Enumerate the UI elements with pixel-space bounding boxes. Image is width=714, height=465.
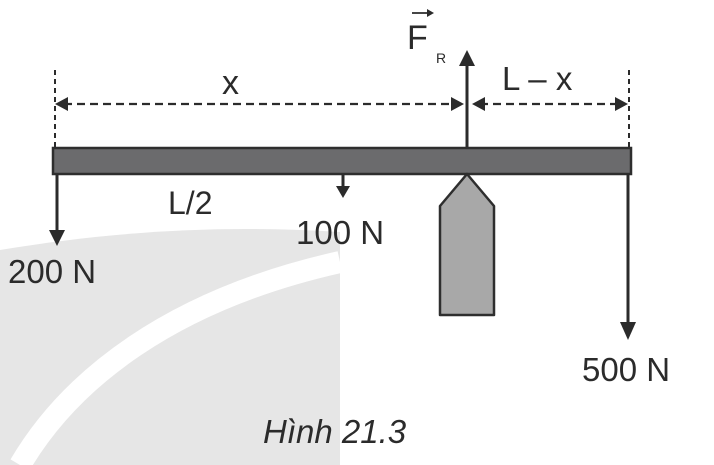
fulcrum-support [438, 172, 496, 317]
watermark-swoosh [0, 229, 343, 465]
label-100n: 100 N [296, 214, 384, 251]
force-arrow-200n [49, 174, 65, 246]
dimension-l-minus-x [472, 97, 628, 111]
label-half-length: L/2 [168, 185, 212, 221]
force-arrow-500n [620, 174, 636, 340]
figure-caption: Hình 21.3 [263, 413, 407, 450]
label-x: x [222, 64, 239, 102]
label-l-minus-x: L – x [502, 60, 573, 97]
force-symbol: F [407, 19, 428, 57]
beam [51, 146, 633, 176]
dimension-x [54, 70, 630, 148]
label-500n: 500 N [582, 351, 670, 388]
force-arrow-100n [336, 174, 350, 198]
reaction-force-arrow [459, 50, 475, 148]
label-200n: 200 N [8, 253, 96, 290]
force-subscript: R [436, 50, 446, 66]
vector-arrow-over-f [412, 9, 434, 17]
